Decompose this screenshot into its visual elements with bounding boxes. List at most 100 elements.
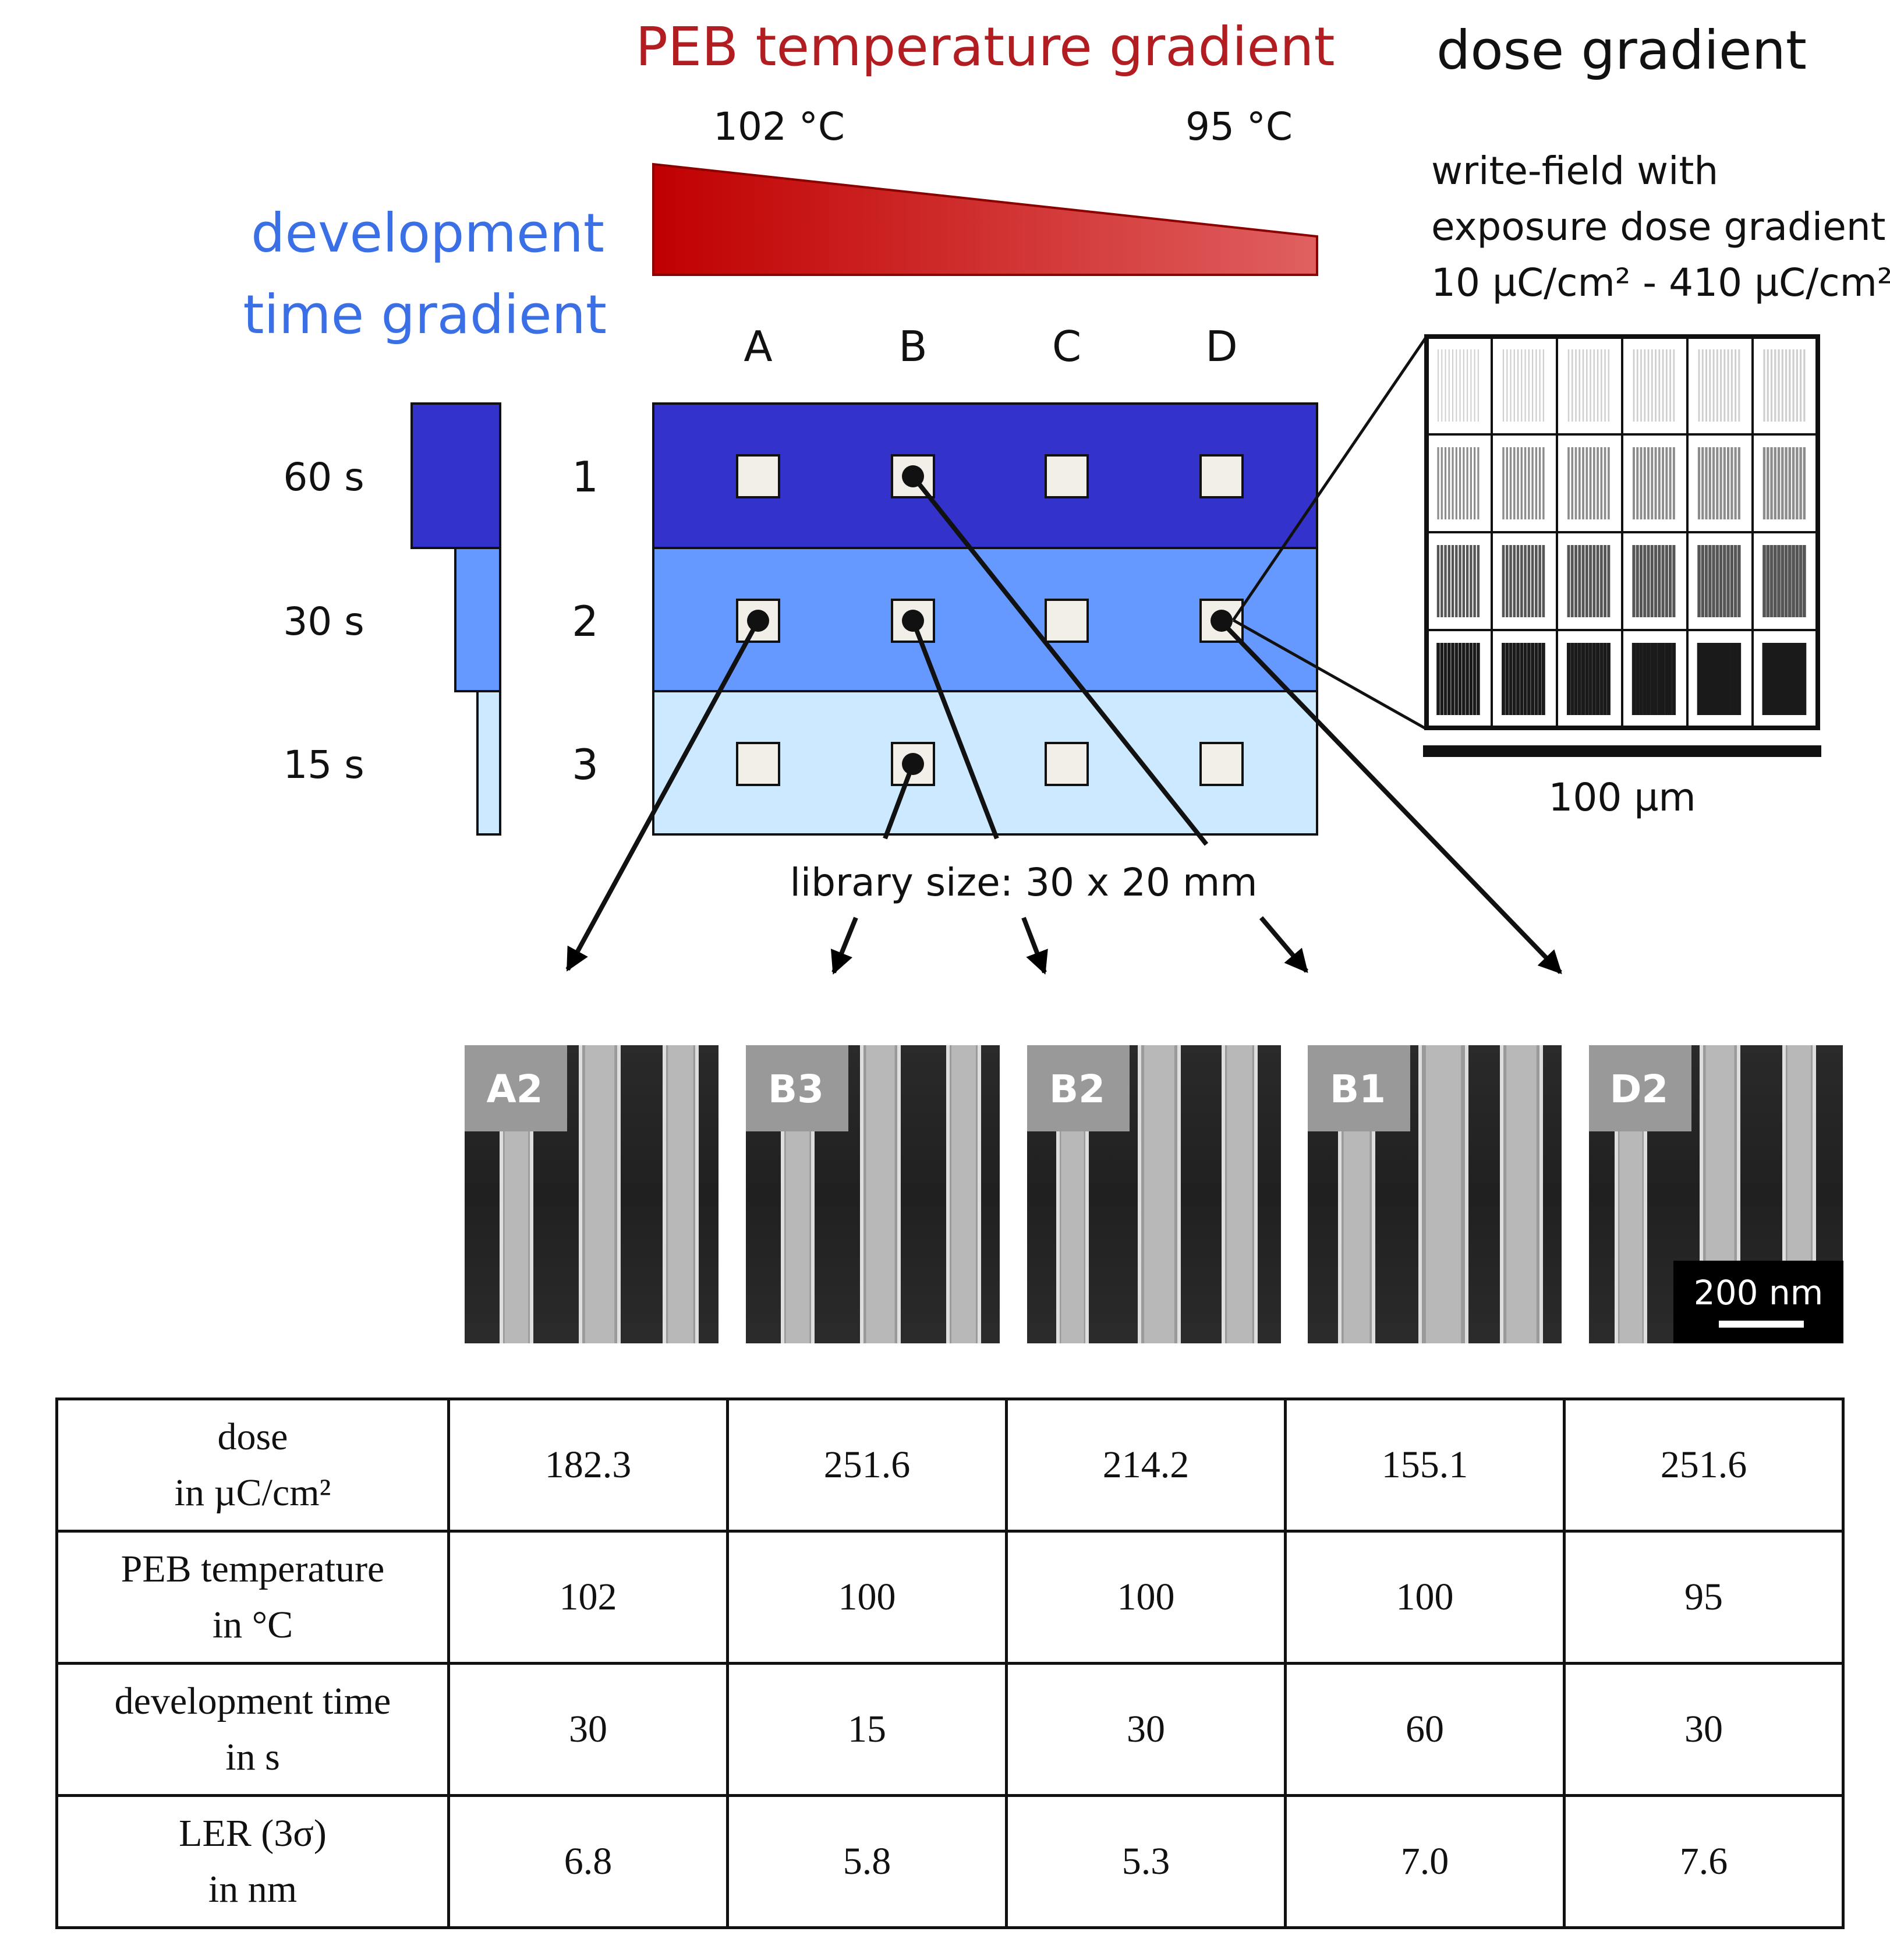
zoom-connector-top <box>1231 335 1428 621</box>
table-cell: 251.6 <box>726 1398 1008 1533</box>
sem-panel-a2: A2 <box>465 1045 719 1343</box>
table-header-line: PEB temperature <box>121 1548 385 1591</box>
peb-temp-low: 95 °C <box>1185 104 1293 149</box>
write-field-cell <box>1567 349 1610 422</box>
pointer-b1-arrow <box>1259 916 1309 974</box>
table-cell: 102 <box>447 1530 729 1665</box>
write-field-cell <box>1631 643 1676 715</box>
sem-label-bg <box>1589 1045 1691 1131</box>
library-cell-a1 <box>736 454 780 498</box>
write-field-cell <box>1698 349 1740 422</box>
pointer-b3-line <box>883 763 915 840</box>
sem-label-d2: D2 <box>1610 1067 1669 1112</box>
peb-temp-high: 102 °C <box>713 104 845 149</box>
write-field-cell <box>1438 349 1479 422</box>
table-header-line: in nm <box>208 1868 298 1911</box>
write-field-cell <box>1697 545 1741 617</box>
peb-title: PEB temperature gradient <box>635 16 1335 78</box>
write-field-cell <box>1436 545 1480 617</box>
table-cell: 100 <box>1005 1530 1287 1665</box>
write-field-cell <box>1632 545 1676 617</box>
table-cell: 30 <box>1005 1662 1287 1797</box>
write-field-cell <box>1502 349 1544 422</box>
sem-label-bg <box>746 1045 848 1131</box>
table-cell: 5.3 <box>1005 1794 1287 1929</box>
write-field-cell <box>1437 447 1480 519</box>
table-header-line: LER (3σ) <box>179 1812 327 1855</box>
dose-scale-label: 100 µm <box>1548 775 1696 820</box>
write-field-cell <box>1566 643 1611 715</box>
table-cell: 30 <box>447 1662 729 1797</box>
table-header-line: in µC/cm² <box>174 1471 331 1514</box>
write-field-cell <box>1697 447 1740 519</box>
sem-scale-label: 200 nm <box>1694 1273 1823 1312</box>
dose-desc-line1: write-field with <box>1431 148 1718 193</box>
table-cell: 182.3 <box>447 1398 729 1533</box>
write-field-cell <box>1697 643 1742 715</box>
table-header-line: development time <box>114 1680 391 1723</box>
write-field-cell <box>1633 349 1675 422</box>
sem-label-b2: B2 <box>1049 1067 1105 1112</box>
table-header-line: in °C <box>212 1604 293 1646</box>
write-field-cell <box>1436 643 1480 715</box>
library-cell-c2 <box>1045 599 1089 643</box>
column-label-d: D <box>1205 322 1237 371</box>
table-row-header: PEB temperature in °C <box>55 1530 450 1665</box>
dose-title: dose gradient <box>1436 19 1807 82</box>
row-label-2: 2 <box>572 597 599 646</box>
row-label-1: 1 <box>572 452 599 501</box>
pointer-d2-line <box>1219 619 1562 974</box>
sem-label-bg <box>1308 1045 1410 1131</box>
table-cell: 15 <box>726 1662 1008 1797</box>
pointer-b2-line <box>911 620 999 840</box>
library-size-label: library size: 30 x 20 mm <box>790 860 1257 905</box>
dev-time-label-1: 30 s <box>283 599 364 644</box>
table-cell: 30 <box>1563 1662 1845 1797</box>
table-cell: 7.0 <box>1284 1794 1566 1929</box>
pointer-b1-line <box>911 475 1209 846</box>
pointer-b3-arrow <box>830 917 858 975</box>
table-cell: 6.8 <box>447 1794 729 1929</box>
dev-step-60s <box>410 402 501 549</box>
library-cell-c1 <box>1045 454 1089 498</box>
sem-scale-bar: 200 nm <box>1673 1261 1843 1343</box>
write-field-cell <box>1762 643 1807 715</box>
dose-desc-line3: 10 µC/cm² - 410 µC/cm² <box>1431 260 1890 305</box>
dose-scale-bar <box>1423 745 1821 757</box>
pointer-a2-line <box>565 620 760 972</box>
table-cell: 251.6 <box>1563 1398 1845 1533</box>
table-cell: 214.2 <box>1005 1398 1287 1533</box>
library-cell-c3 <box>1045 742 1089 786</box>
table-cell: 7.6 <box>1563 1794 1845 1929</box>
library-cell-d1 <box>1199 454 1244 498</box>
write-field-cell <box>1567 447 1610 519</box>
library-cell-a3 <box>736 742 780 786</box>
dev-step-30s <box>454 547 501 692</box>
sem-label-b1: B1 <box>1330 1067 1386 1112</box>
write-field-cell <box>1762 447 1806 519</box>
peb-gradient-wedge <box>652 162 1318 276</box>
library-cell-d3 <box>1199 742 1244 786</box>
write-field-cell <box>1763 349 1806 422</box>
dev-time-label-0: 60 s <box>283 455 364 500</box>
row-label-3: 3 <box>572 740 599 789</box>
table-cell: 100 <box>726 1530 1008 1665</box>
table-cell: 155.1 <box>1284 1398 1566 1533</box>
write-field-cell <box>1502 545 1545 617</box>
sem-panel-b1: B1 <box>1308 1045 1562 1343</box>
sem-panel-b3: B3 <box>746 1045 1000 1343</box>
zoom-connector-bottom <box>1232 618 1428 731</box>
dev-time-label-2: 15 s <box>283 742 364 787</box>
sem-label-a2: A2 <box>486 1067 543 1112</box>
dev-title-line2: time gradient <box>243 284 607 346</box>
table-cell: 100 <box>1284 1530 1566 1665</box>
write-field-cell <box>1502 447 1545 519</box>
sem-panel-b2: B2 <box>1027 1045 1281 1343</box>
column-label-b: B <box>898 322 927 371</box>
write-field-cell <box>1502 643 1545 715</box>
